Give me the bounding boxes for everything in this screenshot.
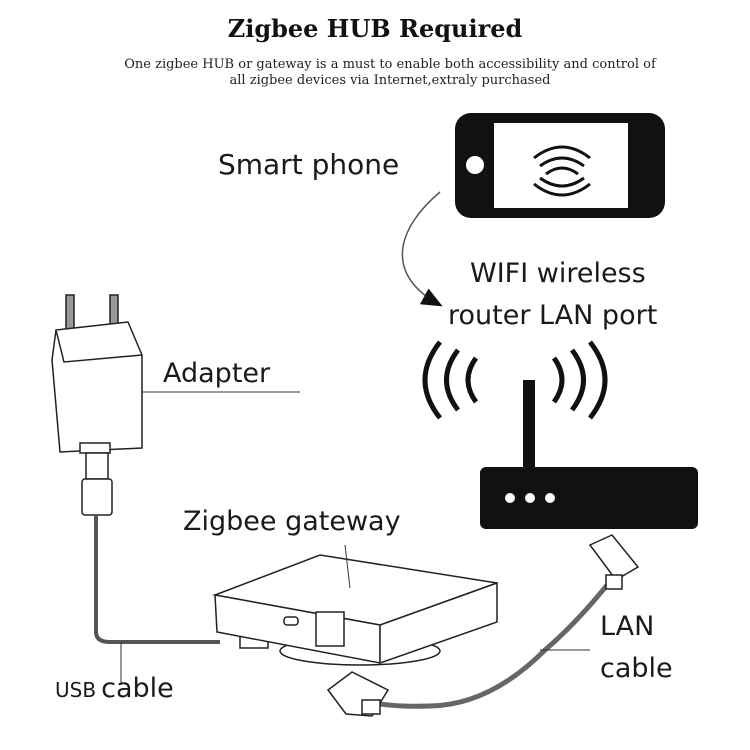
- page-title: Zigbee HUB Required: [227, 14, 523, 43]
- power-adapter-icon: [51, 294, 300, 454]
- subtitle-line-2: all zigbee devices via Internet,extraly …: [229, 73, 551, 88]
- router-label-line-1: WIFI wireless: [470, 258, 646, 289]
- page-subtitle: One zigbee HUB or gateway is a must to e…: [60, 57, 720, 89]
- smart-phone-label: Smart phone: [218, 148, 400, 181]
- usb-label-suffix: cable: [101, 673, 174, 704]
- smartphone-icon: [455, 113, 665, 218]
- phone-to-router-arrow: [401, 191, 443, 307]
- lan-label-line-2: cable: [600, 653, 673, 684]
- adapter-label: Adapter: [163, 358, 271, 389]
- router-icon: [480, 380, 698, 529]
- usb-label-prefix: USB: [55, 678, 97, 702]
- usb-cable-label: USB cable: [55, 673, 174, 704]
- zigbee-gateway-label: Zigbee gateway: [183, 506, 401, 537]
- lan-label-line-1: LAN: [600, 611, 655, 642]
- router-label-line-2: router LAN port: [448, 300, 658, 331]
- lan-cable-icon: [326, 534, 640, 717]
- wifi-signal-icon: [422, 340, 608, 420]
- subtitle-line-1: One zigbee HUB or gateway is a must to e…: [124, 57, 656, 72]
- usb-cable-icon: [81, 452, 269, 685]
- zigbee-gateway-icon: [212, 544, 498, 666]
